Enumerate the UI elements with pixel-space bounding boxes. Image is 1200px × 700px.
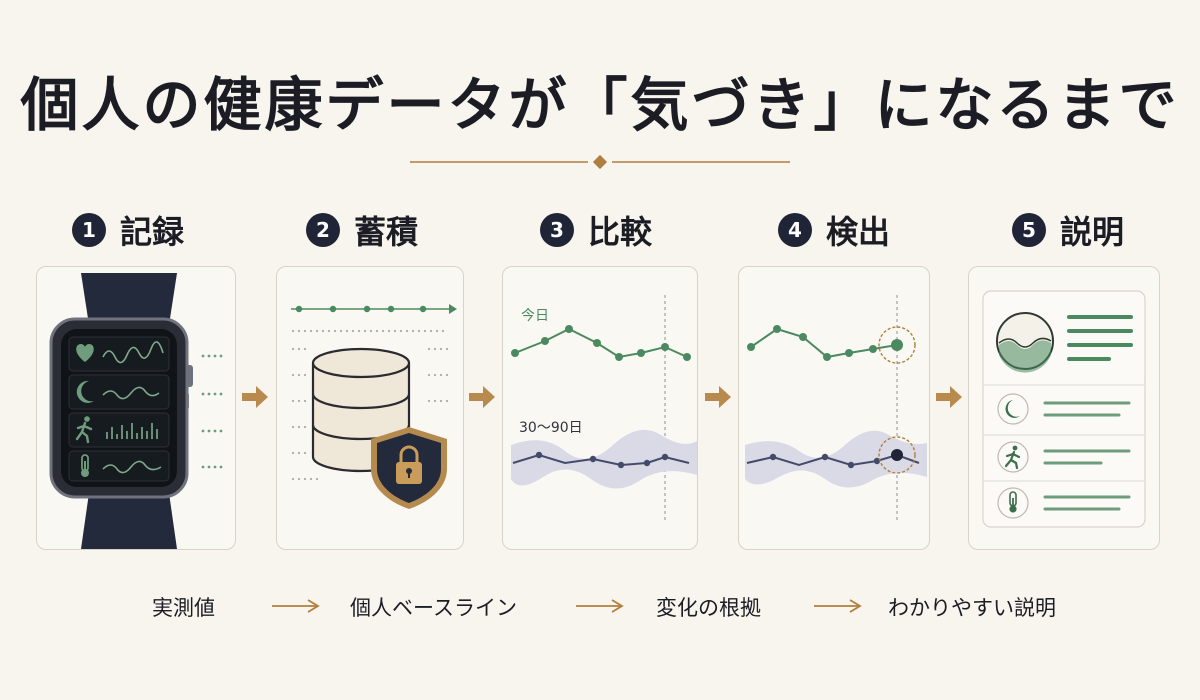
- smartwatch-illustration: [49, 273, 223, 549]
- step-4-heading: 4 検出: [778, 208, 890, 252]
- moon-icon: [1005, 400, 1020, 418]
- flow-arrow-icon: [814, 599, 862, 613]
- step-1-heading: 1 記録: [72, 208, 184, 252]
- shield-lock-icon: [371, 427, 447, 509]
- step-number: 3: [540, 213, 574, 247]
- dotted-grid: [291, 329, 449, 481]
- explain-card: [982, 290, 1146, 528]
- flow-arrow-icon: [576, 599, 624, 613]
- detect-chart: [745, 295, 927, 523]
- compare-chart: [511, 295, 697, 523]
- thermometer-icon: [1009, 491, 1017, 513]
- step-3-heading: 3 比較: [540, 208, 652, 252]
- step-arrow-icon: [936, 386, 962, 408]
- step-number: 2: [306, 213, 340, 247]
- runner-icon: [1004, 445, 1021, 470]
- step-label: 説明: [1060, 213, 1125, 251]
- storage-illustration: [291, 304, 457, 509]
- database-icon: [311, 347, 411, 473]
- step-label: 蓄積: [354, 213, 419, 251]
- page-title: 個人の健康データが「気づき」になるまで: [20, 71, 1180, 139]
- step-arrow-icon: [705, 386, 731, 408]
- flow-label-evidence: 変化の根拠: [656, 596, 761, 620]
- step-label: 比較: [588, 213, 653, 251]
- record-panel: [36, 266, 236, 550]
- today-label: 今日: [521, 308, 549, 324]
- flow-arrow-icon: [272, 599, 320, 613]
- detect-panel: [738, 266, 930, 550]
- baseline-label: 30〜90日: [519, 420, 583, 436]
- moon-icon: [76, 380, 94, 403]
- step-number: 4: [778, 213, 812, 247]
- title-divider: [410, 154, 790, 170]
- explain-panel: [968, 266, 1160, 550]
- step-5-heading: 5 説明: [1012, 208, 1124, 252]
- wave-icon: [996, 312, 1054, 373]
- step-arrow-icon: [242, 386, 268, 408]
- flow-label-explanation: わかりやすい説明: [888, 596, 1056, 620]
- runner-icon: [75, 416, 93, 444]
- heart-icon: [76, 344, 94, 362]
- thermometer-icon: [81, 454, 89, 477]
- flow-label-baseline: 個人ベースライン: [350, 596, 517, 620]
- flow-label-measured: 実測値: [152, 596, 215, 620]
- compare-panel: 今日 30〜90日: [502, 266, 698, 550]
- step-arrow-icon: [469, 386, 495, 408]
- storage-panel: [276, 266, 464, 550]
- step-2-heading: 2 蓄積: [306, 208, 418, 252]
- step-label: 記録: [120, 213, 185, 251]
- step-label: 検出: [826, 213, 891, 251]
- step-number: 1: [72, 213, 106, 247]
- step-number: 5: [1012, 213, 1046, 247]
